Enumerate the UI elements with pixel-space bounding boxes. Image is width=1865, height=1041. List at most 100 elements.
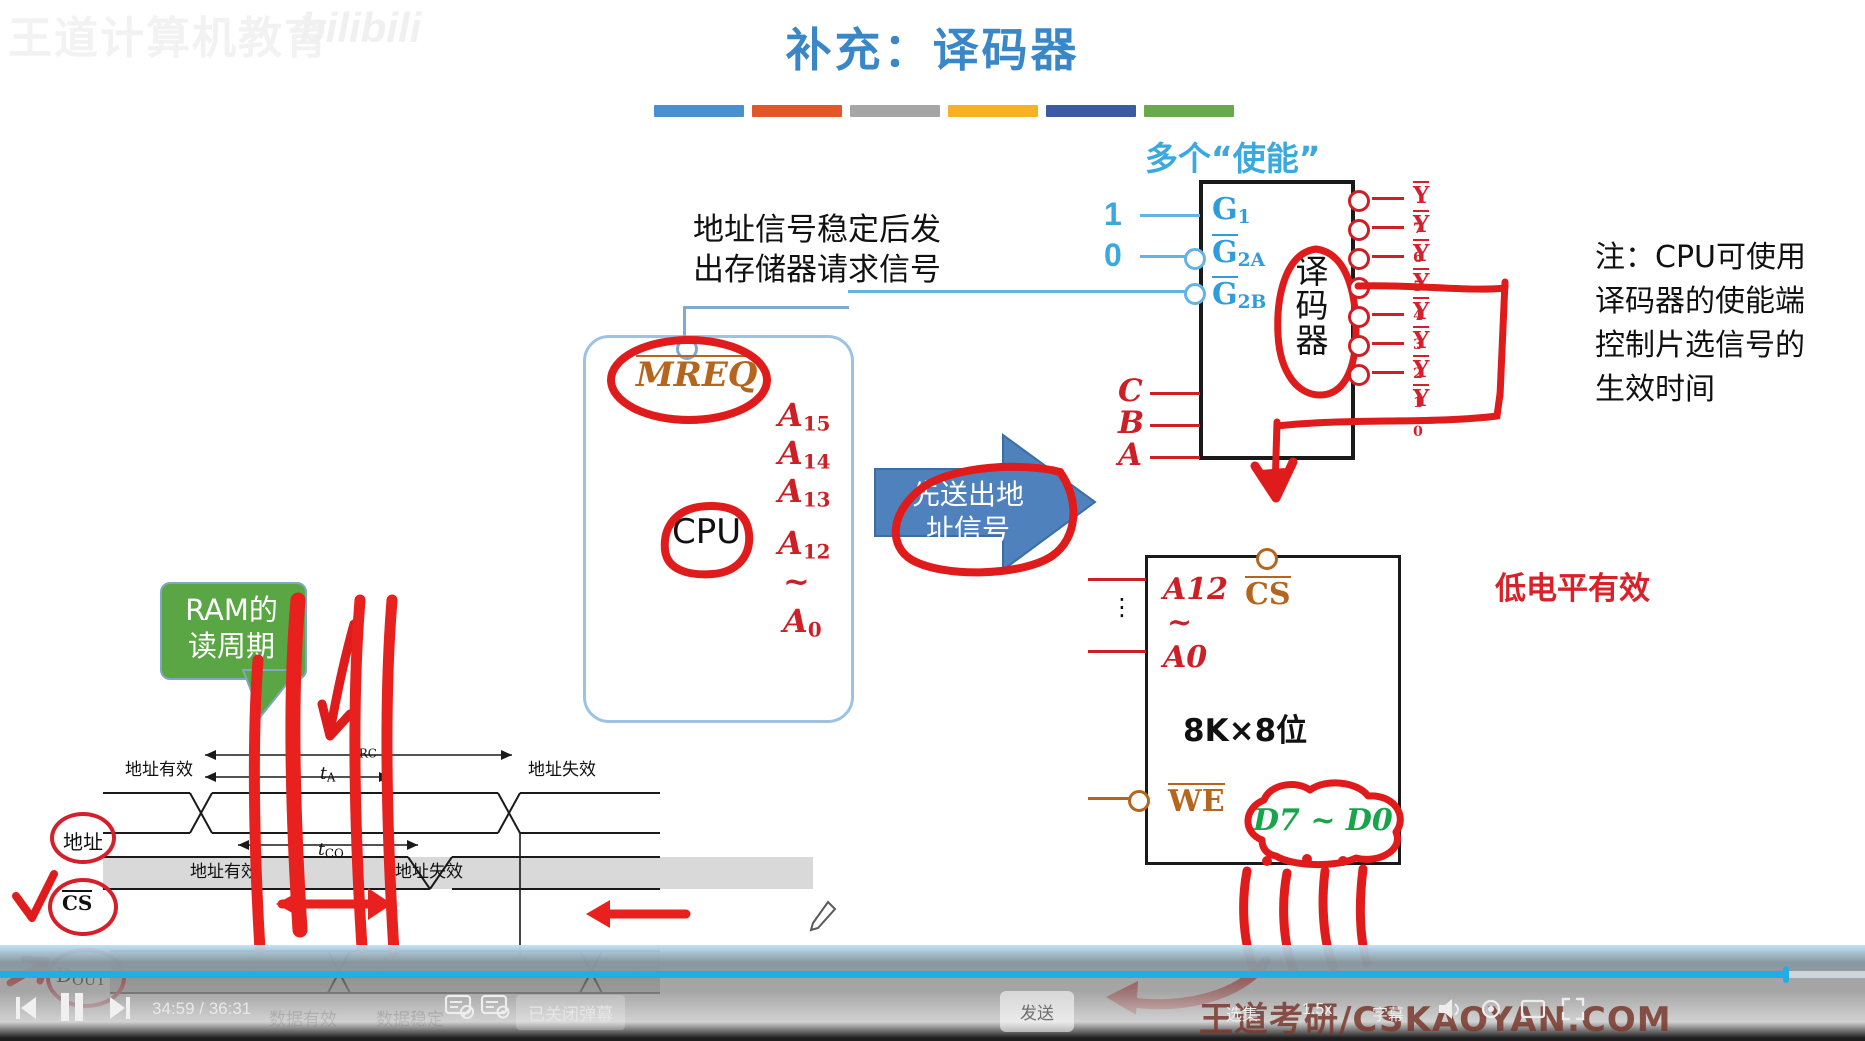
decoder-out-bubble-6 (1348, 219, 1370, 241)
title-bar-3 (850, 105, 940, 117)
side-note-line-1: 译码器的使能端 (1595, 284, 1805, 320)
decoder-output-y4-sub: 4 (1413, 308, 1423, 325)
annotation-mreq-circle (607, 336, 771, 424)
cpu-address-a12: A12 (778, 524, 831, 564)
cpu-address-a15: A15 (778, 396, 831, 436)
decoder-inner-char-0: 译 (1295, 252, 1329, 291)
progress-bar-handle[interactable] (1783, 966, 1789, 983)
decoder-out-bubble-3 (1348, 306, 1370, 328)
pen-icon[interactable] (808, 900, 838, 934)
callout-line1: RAM的 (185, 593, 278, 627)
memory-we-bubble (1128, 790, 1150, 812)
blue-arrow-text: 先送出地 址信号 (888, 477, 1048, 547)
decoder-output-y2: Y2 (1413, 326, 1430, 382)
decoder-pin-line-c (1150, 392, 1200, 395)
video-player-controls (0, 945, 1865, 1041)
decoder-out-line-3 (1372, 313, 1404, 316)
decoder-input-value-g1: 1 (1104, 196, 1122, 232)
decoder-input-label-g2a-text: G (1212, 234, 1238, 270)
annotation-arrow-text-circle (891, 462, 1078, 577)
decoder-output-y3-text: Y (1413, 297, 1430, 325)
memory-we-label: WE (1168, 783, 1225, 819)
annotation-arrow-down-to-cs (1250, 418, 1298, 503)
decoder-output-y0-sub: 0 (1413, 424, 1423, 441)
timing-label-ta: tA (320, 764, 336, 785)
timing-addr-valid-top: 地址有效 (125, 760, 193, 780)
title-decoration-bars (654, 105, 1234, 117)
page-title: 补充：译码器 (785, 23, 1080, 77)
memory-addr-a12: A12 (1163, 572, 1229, 607)
decoder-out-bubble-2 (1348, 335, 1370, 357)
decoder-pin-line-g2b (848, 290, 1185, 293)
next-icon[interactable] (106, 995, 132, 1021)
decoder-output-y2-text: Y (1413, 326, 1430, 354)
danmaku-status-input[interactable]: 已关闭弹幕 (516, 995, 625, 1030)
side-note-line-0: 注：CPU可使用 (1595, 240, 1806, 275)
danmu-off-icon[interactable] (444, 993, 474, 1021)
volume-icon[interactable] (1436, 996, 1464, 1022)
decoder-input-label-g1-text: G (1212, 192, 1238, 227)
title-bar-6 (1144, 105, 1234, 117)
decoder-out-bubble-5 (1348, 248, 1370, 270)
decoder-output-y6-sub: 6 (1413, 250, 1423, 267)
decoder-pin-line-a (1150, 456, 1200, 459)
watermark-top-left: 王道计算机教育 (8, 13, 330, 64)
cpu-label: CPU (672, 512, 742, 552)
decoder-bubble-g2a (1184, 248, 1206, 270)
side-note: 注：CPU可使用 译码器的使能端 控制片选信号的 生效时间 (1595, 236, 1806, 412)
playback-speed-button[interactable]: 1.5x (1302, 1001, 1333, 1018)
blue-arrow-line2: 址信号 (925, 513, 1010, 546)
decoder-output-y7-text: Y (1413, 181, 1430, 209)
decoder-pin-line-b (1150, 424, 1200, 427)
progress-bar-fill[interactable] (0, 971, 1786, 978)
annotation-circle-cs (48, 878, 118, 936)
widescreen-icon[interactable] (1520, 996, 1546, 1022)
decoder-output-y3: Y3 (1413, 297, 1430, 353)
watermark-bottom: 王道考研/CSKAOYAN.COM (1199, 1000, 1672, 1040)
decoder-out-line-2 (1372, 342, 1404, 345)
side-note-line-2: 控制片选信号的 (1595, 328, 1805, 364)
danmu-setting-icon[interactable] (480, 993, 510, 1021)
gear-icon[interactable] (1478, 996, 1504, 1022)
memory-we-text: WE (1168, 783, 1225, 819)
timing-addr-invalid-top: 地址失效 (528, 760, 596, 780)
memory-addr-line-top (1088, 578, 1146, 581)
decoder-input-label-g2b-text: G (1212, 276, 1238, 312)
annotation-cs-route-horizontal (1273, 390, 1504, 430)
timing-addr-invalid-cs: 地址失效 (395, 862, 463, 882)
annotation-data-cloud (1244, 779, 1404, 868)
decoder-out-bubble-1 (1348, 364, 1370, 386)
decoder-bubble-g2b (1184, 283, 1206, 305)
timing-addr-valid-cs: 地址有效 (190, 862, 258, 882)
annotation-callout-stroke (317, 619, 359, 741)
memory-addr-dots: ⋮ (1110, 594, 1134, 621)
decoder-pin-line-g1 (1140, 214, 1200, 217)
previous-icon[interactable] (14, 995, 40, 1021)
memory-chip-box (1145, 555, 1401, 865)
fullscreen-icon[interactable] (1560, 996, 1586, 1022)
ram-read-cycle-callout (160, 582, 307, 680)
playback-time: 34:59 / 36:31 (152, 999, 252, 1018)
cpu-address-a14: A14 (778, 434, 831, 474)
send-button[interactable]: 发送 (1000, 991, 1074, 1032)
mreq-note: 地址信号稳定后发 出存储器请求信号 (693, 210, 941, 291)
episodes-button[interactable]: 选集 (1226, 1005, 1259, 1024)
decoder-inner-char-2: 器 (1295, 320, 1329, 360)
decoder-input-sub-g1: 1 (1237, 207, 1251, 229)
decoder-input-label-g2b: G2B (1212, 276, 1266, 313)
memory-capacity: 8K×8位 (1183, 713, 1308, 749)
annotation-cpu-circle (660, 501, 754, 579)
decoder-out-line-6 (1372, 226, 1404, 229)
decoder-input-a: A (1118, 437, 1143, 473)
decoder-inner-label: 译 码 器 (1290, 252, 1334, 360)
decoder-output-y1-text: Y (1413, 355, 1430, 383)
subtitle-button[interactable]: 字幕 (1372, 1005, 1405, 1024)
annotation-check-mark (12, 870, 58, 922)
decoder-output-y0: Y0 (1413, 384, 1430, 441)
pause-icon[interactable] (58, 992, 86, 1022)
title-bar-5 (1046, 105, 1136, 117)
decoder-inner-char-1: 码 (1295, 286, 1329, 326)
decoder-out-line-1 (1372, 371, 1404, 374)
cpu-mreq-text: MREQ (636, 355, 758, 395)
